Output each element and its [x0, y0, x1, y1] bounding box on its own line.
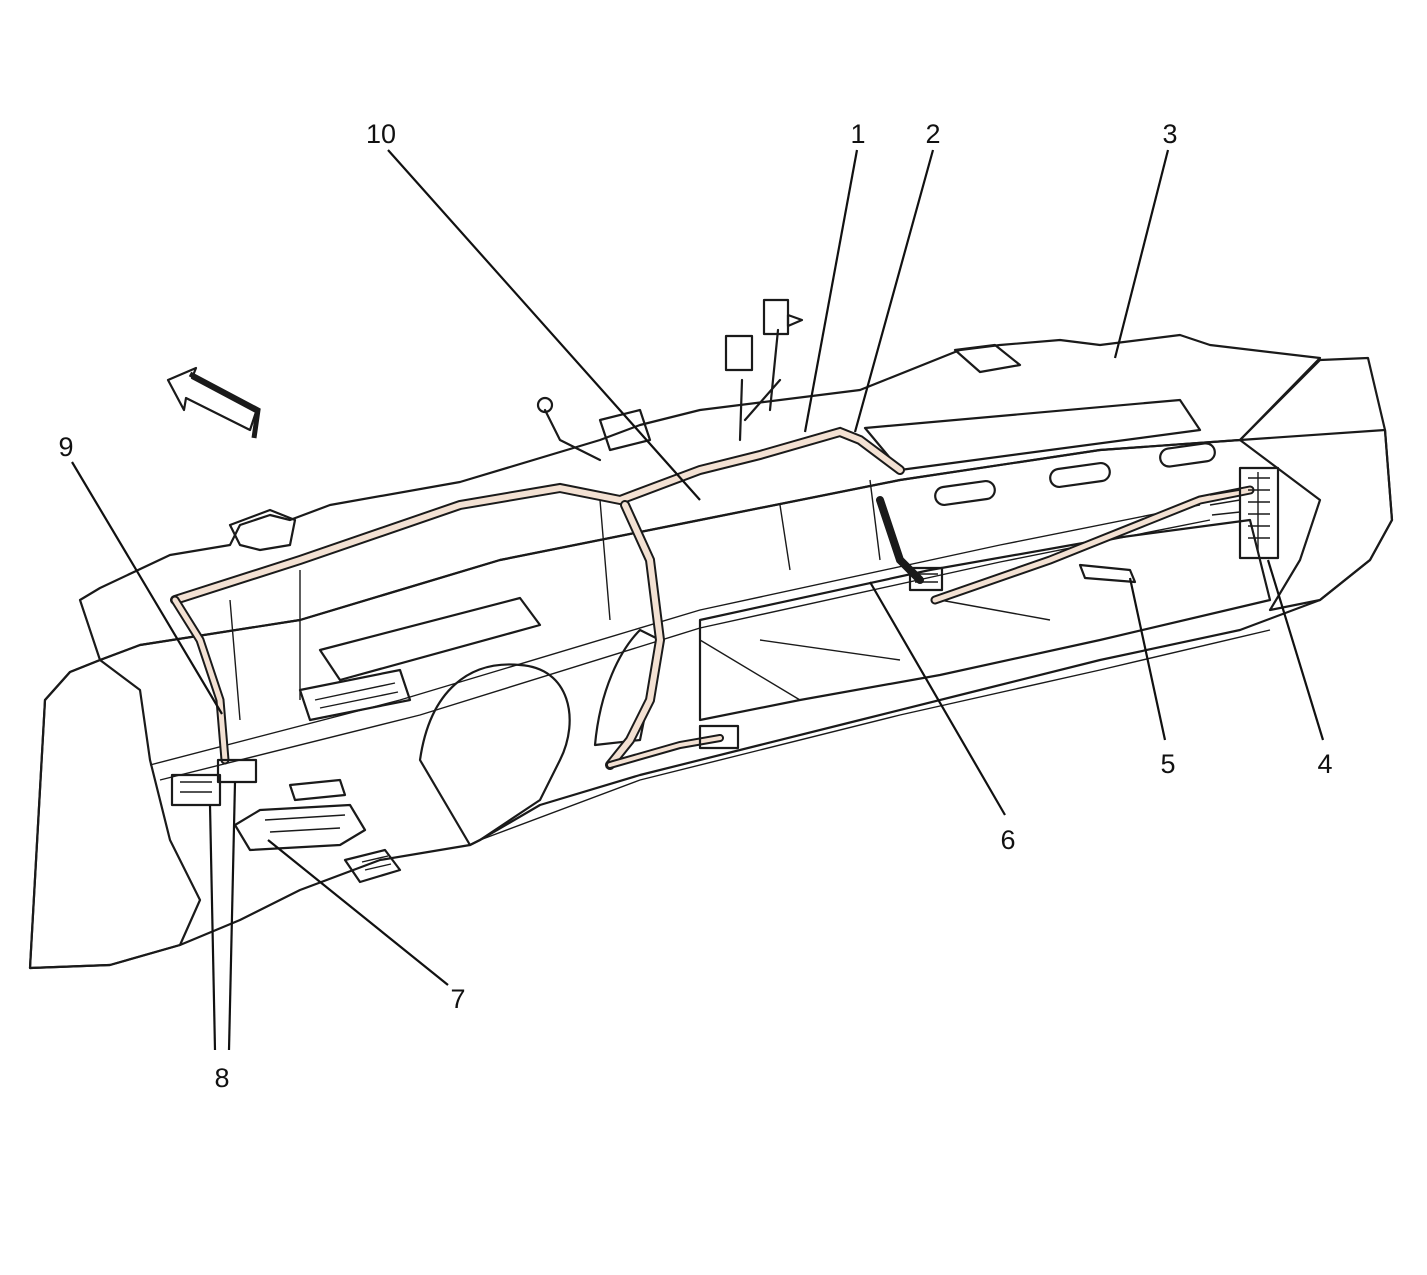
callout-6: 6 — [1000, 825, 1015, 855]
connector-5 — [1078, 563, 1137, 584]
connector-lower-center — [698, 724, 740, 750]
junction-block — [298, 596, 542, 722]
callout-1: 1 — [850, 119, 865, 149]
callout-9: 9 — [58, 432, 73, 462]
connector-pigtail-left — [536, 396, 554, 414]
harness-lower-branch-inner — [608, 736, 722, 767]
callout-4: 4 — [1317, 749, 1332, 779]
harness-pigtail-left — [543, 408, 602, 462]
leader-8a — [208, 804, 217, 1051]
vent-slot-1 — [934, 479, 996, 507]
connector-4 — [1209, 466, 1280, 560]
callout-10: 10 — [366, 119, 396, 149]
leader-2 — [853, 149, 935, 433]
wiring-harness — [170, 328, 1255, 770]
callout-7: 7 — [450, 984, 465, 1014]
panel-bracket-mid — [598, 408, 652, 452]
leader-4 — [1266, 559, 1325, 741]
harness-left-drop — [170, 595, 230, 765]
harness-upper-run-inner — [172, 428, 903, 603]
vent-slot-2 — [1049, 461, 1111, 489]
callout-2: 2 — [925, 119, 940, 149]
callout-8: 8 — [214, 1063, 229, 1093]
leader-9 — [71, 461, 223, 715]
leader-10 — [387, 149, 701, 501]
callout-labels: 1 2 3 4 5 6 7 8 9 10 — [58, 119, 1332, 1093]
connector-top-b — [762, 298, 804, 336]
connector-8a — [170, 773, 222, 807]
leader-7 — [267, 839, 449, 986]
instrument-panel-carrier — [28, 333, 1394, 970]
leader-lines — [71, 149, 1325, 1051]
callout-5: 5 — [1160, 749, 1175, 779]
leader-5 — [1128, 577, 1167, 741]
leader-3 — [1113, 149, 1170, 359]
cross-beam — [149, 504, 1201, 766]
panel-right-end — [1238, 356, 1394, 612]
structure-line-1 — [229, 479, 881, 721]
panel-top-ridge — [78, 333, 1322, 662]
harness-drop-6 — [876, 496, 924, 584]
leader-6 — [869, 581, 1006, 816]
glovebox-region — [698, 518, 1272, 722]
harness-right-run-inner — [932, 487, 1253, 603]
connector-6 — [908, 566, 944, 592]
callout-3: 3 — [1162, 119, 1177, 149]
connector-top-a — [724, 334, 754, 372]
structure-line-2 — [699, 599, 1051, 701]
panel-lower-body — [28, 428, 1394, 970]
connector-7 — [233, 778, 367, 852]
steering-column-opening — [418, 663, 571, 847]
leader-8b — [227, 781, 237, 1051]
panel-bracket-left — [228, 508, 297, 552]
leader-1 — [803, 149, 859, 433]
forward-arrow-icon — [166, 366, 261, 439]
panel-bracket-right — [953, 343, 1022, 374]
harness-center-drop-inner — [607, 502, 664, 768]
harness-pigtail-top — [738, 328, 782, 442]
pedal-connector — [343, 848, 402, 884]
connectors — [170, 298, 1280, 884]
connector-8b — [216, 758, 258, 784]
knee-bolster-edge — [479, 629, 1271, 841]
vent-slot-3 — [1159, 442, 1216, 468]
harness-left-drop-inner — [172, 597, 228, 763]
panel-left-end — [28, 658, 202, 970]
